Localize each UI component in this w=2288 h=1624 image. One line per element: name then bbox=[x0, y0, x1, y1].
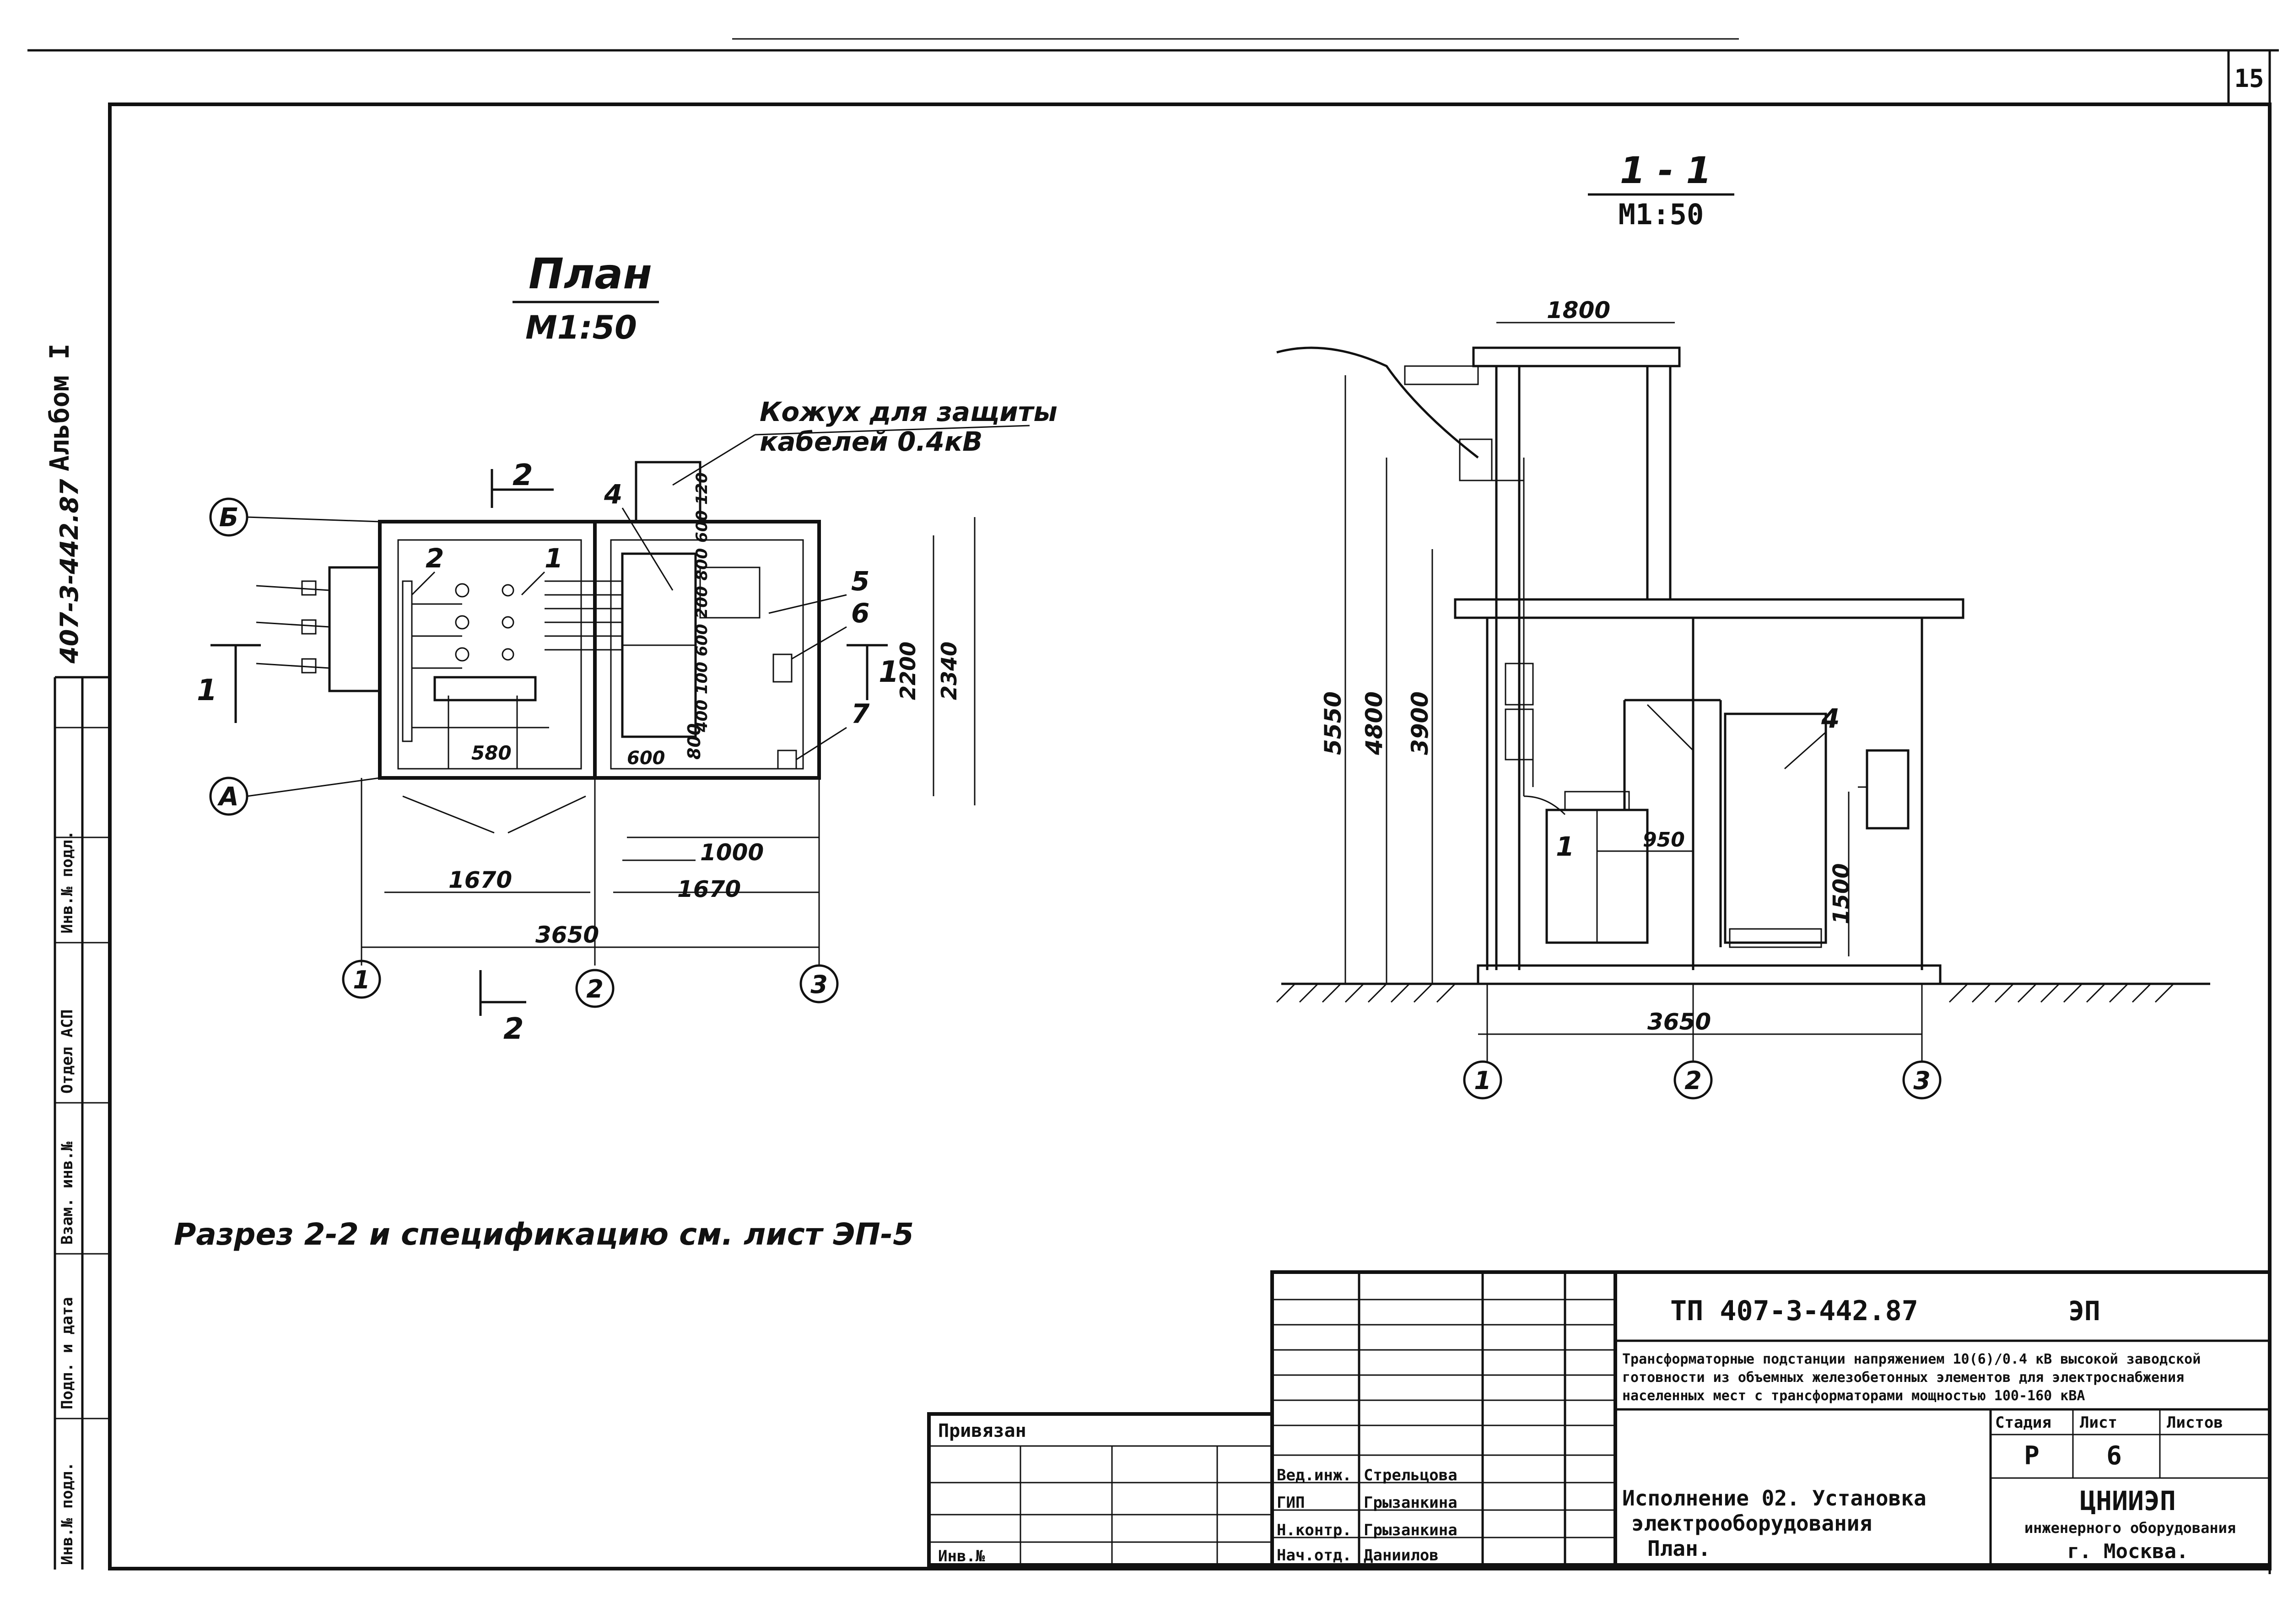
axis-a-label: А bbox=[217, 782, 238, 812]
section-dim-950: 950 bbox=[1643, 828, 1685, 852]
plan-axis-3: 3 bbox=[810, 970, 828, 999]
margin-field-3: Взам. инв.№ bbox=[58, 1141, 76, 1245]
drawing-title-line2: электрооборудования bbox=[1631, 1511, 1872, 1536]
section-dim-1800: 1800 bbox=[1547, 297, 1610, 324]
org-line1: ЦНИИЭП bbox=[2080, 1485, 2176, 1516]
note-text: Разрез 2-2 и спецификацию см. лист ЭП-5 bbox=[174, 1217, 914, 1252]
org-line2: инженерного оборудования bbox=[2024, 1519, 2236, 1537]
section-axis-1: 1 bbox=[1474, 1066, 1491, 1095]
dim-1670-left: 1670 bbox=[448, 867, 512, 893]
sig-name-3: Грызанкина bbox=[1364, 1521, 1457, 1539]
linked-label: Привязан bbox=[938, 1420, 1026, 1441]
inv-no-label: Инв.№ bbox=[938, 1547, 985, 1565]
axis-b-label: Б bbox=[219, 503, 239, 533]
sig-name-1: Стрельцова bbox=[1364, 1466, 1457, 1484]
sig-name-2: Грызанкина bbox=[1364, 1494, 1457, 1512]
section-2-bottom: 2 bbox=[503, 1012, 524, 1046]
plan-view: План М1:50 Кожух для защиты кабелей 0.4к… bbox=[197, 249, 1058, 1046]
dim-stack: 400 100 600 200 800 600 120 bbox=[693, 472, 711, 733]
sheet-value: 6 bbox=[2106, 1441, 2122, 1471]
plan-callout-2: 2 bbox=[426, 543, 444, 574]
description-line2: готовности из объемных железобетонных эл… bbox=[1622, 1370, 2184, 1386]
section-title: 1 - 1 bbox=[1620, 149, 1711, 192]
section-callout-1: 1 bbox=[1556, 831, 1574, 862]
album-label: Альбом I bbox=[44, 344, 75, 471]
section-view: 1 - 1 М1:50 1800 bbox=[1276, 149, 2210, 1100]
plan-callout-4: 4 bbox=[604, 479, 622, 510]
section-2-top: 2 bbox=[513, 459, 533, 492]
description-line3: населенных мест с трансформаторами мощно… bbox=[1622, 1388, 2085, 1404]
title-block: Вед.инж. Стрельцова ГИП Грызанкина Н.кон… bbox=[927, 1270, 2272, 1567]
section-dim-3650: 3650 bbox=[1647, 1009, 1711, 1035]
section-axis-3: 3 bbox=[1913, 1066, 1931, 1095]
plan-axis-1: 1 bbox=[353, 966, 370, 994]
margin-field-4: Отдел АСП bbox=[58, 1009, 76, 1094]
plan-callout-5: 5 bbox=[851, 566, 869, 597]
dim-2200: 2200 bbox=[896, 642, 920, 700]
description-line1: Трансформаторные подстанции напряжением … bbox=[1622, 1351, 2201, 1367]
section-dim-5550: 5550 bbox=[1320, 691, 1346, 755]
sig-role-1: Вед.инж. bbox=[1277, 1466, 1352, 1484]
plan-axis-2: 2 bbox=[586, 975, 604, 1004]
doc-mark: ЭП bbox=[2068, 1295, 2100, 1327]
sheet-number: 15 bbox=[2234, 64, 2264, 93]
section-axis-2: 2 bbox=[1684, 1066, 1702, 1095]
dim-600: 600 bbox=[627, 748, 665, 769]
album-code: 407-3-442.87 bbox=[55, 479, 84, 664]
sheet-frame: 15 bbox=[27, 38, 2279, 1574]
doc-code: ТП 407-3-442.87 bbox=[1670, 1295, 1918, 1327]
left-margin-stamp: Альбом I 407-3-442.87 Инв.№ подл. Подп. … bbox=[44, 344, 110, 1570]
stage-value: Р bbox=[2024, 1441, 2040, 1471]
cover-note-line1: Кожух для защиты bbox=[760, 396, 1058, 427]
plan-callout-7: 7 bbox=[851, 698, 870, 729]
section-1-left: 1 bbox=[197, 674, 217, 707]
dim-3650-plan: 3650 bbox=[535, 922, 599, 948]
sig-role-2: ГИП bbox=[1277, 1494, 1305, 1512]
sig-role-3: Н.контр. bbox=[1277, 1521, 1352, 1539]
drawing-title-line3: План. bbox=[1647, 1536, 1711, 1561]
dim-1000: 1000 bbox=[700, 839, 764, 866]
section-1-right: 1 bbox=[879, 655, 899, 689]
section-dim-1500: 1500 bbox=[1829, 863, 1854, 924]
dim-580: 580 bbox=[471, 742, 512, 764]
dim-2340: 2340 bbox=[937, 642, 961, 700]
section-dim-3900: 3900 bbox=[1407, 691, 1433, 755]
margin-field-5: Инв.№ подл. bbox=[58, 831, 76, 933]
sig-role-4: Нач.отд. bbox=[1277, 1546, 1352, 1565]
dim-1670-right: 1670 bbox=[677, 876, 741, 902]
section-scale: М1:50 bbox=[1619, 198, 1704, 231]
margin-field-2: Подп. и дата bbox=[58, 1297, 76, 1409]
stage-label: Стадия bbox=[1995, 1414, 2051, 1432]
drawing-title-line1: Исполнение 02. Установка bbox=[1622, 1486, 1926, 1511]
plan-scale: М1:50 bbox=[525, 309, 637, 346]
plan-callout-1: 1 bbox=[545, 543, 563, 574]
plan-title: План bbox=[529, 249, 652, 298]
plan-callout-6: 6 bbox=[851, 598, 869, 629]
sheet-label: Лист bbox=[2080, 1414, 2117, 1432]
dim-800: 800 bbox=[684, 723, 704, 760]
section-callout-4: 4 bbox=[1821, 703, 1840, 734]
org-line3: г. Москва. bbox=[2067, 1540, 2189, 1563]
margin-field-1: Инв.№ подл. bbox=[58, 1462, 76, 1565]
sheets-label: Листов bbox=[2167, 1414, 2223, 1432]
section-dim-4800: 4800 bbox=[1361, 691, 1387, 755]
sig-name-4: Даниилов bbox=[1364, 1546, 1439, 1565]
